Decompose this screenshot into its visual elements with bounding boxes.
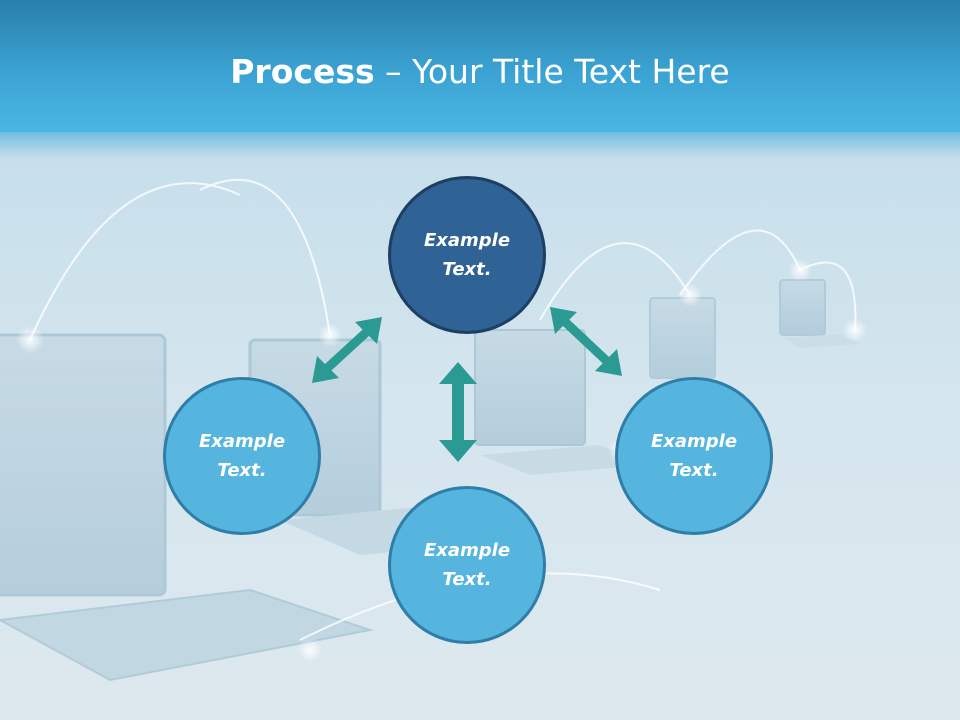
process-node-top: Example Text.	[388, 176, 546, 334]
process-node-right: Example Text.	[615, 377, 773, 535]
process-node-left: Example Text.	[163, 377, 321, 535]
double-arrow-top-left	[312, 317, 382, 383]
process-node-bottom: Example Text.	[388, 486, 546, 644]
title-rest: – Your Title Text Here	[374, 52, 730, 91]
title-bold: Process	[230, 52, 375, 91]
node-right-text: Example Text.	[650, 431, 738, 481]
node-left-text: Example Text.	[198, 431, 286, 481]
node-bottom-text: Example Text.	[423, 540, 511, 590]
node-top-text: Example Text.	[423, 230, 511, 280]
double-arrow-top-right	[550, 307, 622, 376]
title-bar	[0, 0, 960, 132]
slide-title: Process – Your Title Text Here	[0, 52, 960, 91]
double-arrow-vertical	[439, 362, 477, 462]
